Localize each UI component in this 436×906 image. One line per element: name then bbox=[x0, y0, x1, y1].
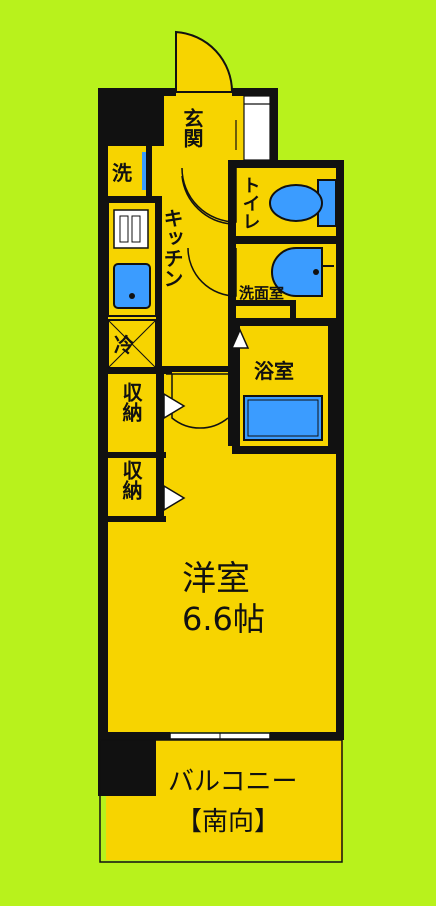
balcony-outline bbox=[99, 739, 343, 863]
storage2-label: 収納 bbox=[119, 460, 143, 500]
closet-doors bbox=[163, 328, 250, 512]
toilet-label: トイレ bbox=[240, 176, 261, 230]
kitchen-counter bbox=[107, 201, 157, 317]
storage1-label: 収納 bbox=[119, 382, 143, 422]
entrance-door bbox=[175, 30, 234, 93]
balcony-label: バルコニー bbox=[168, 767, 297, 797]
western-size-label: 6.6帖 bbox=[182, 600, 265, 638]
toilet-fixture bbox=[269, 179, 337, 227]
washroom-label: 洗面室 bbox=[239, 284, 284, 302]
kitchen-label: キッチン bbox=[160, 208, 184, 288]
walls bbox=[98, 88, 344, 796]
bath-label: 浴室 bbox=[254, 359, 294, 383]
fridge bbox=[107, 319, 157, 369]
fridge-label: 冷 bbox=[114, 333, 134, 357]
bathtub bbox=[243, 395, 323, 441]
doors bbox=[166, 167, 237, 429]
washer-mark bbox=[142, 152, 146, 190]
entrance-closet bbox=[235, 95, 271, 161]
wash-basin bbox=[271, 247, 334, 297]
balcony-direction-label: 【南向】 bbox=[176, 807, 280, 837]
balcony-window bbox=[169, 732, 271, 740]
washing-label: 洗 bbox=[112, 161, 132, 185]
entrance-label: 玄関 bbox=[180, 107, 204, 149]
western-room-label: 洋室 bbox=[182, 559, 250, 599]
